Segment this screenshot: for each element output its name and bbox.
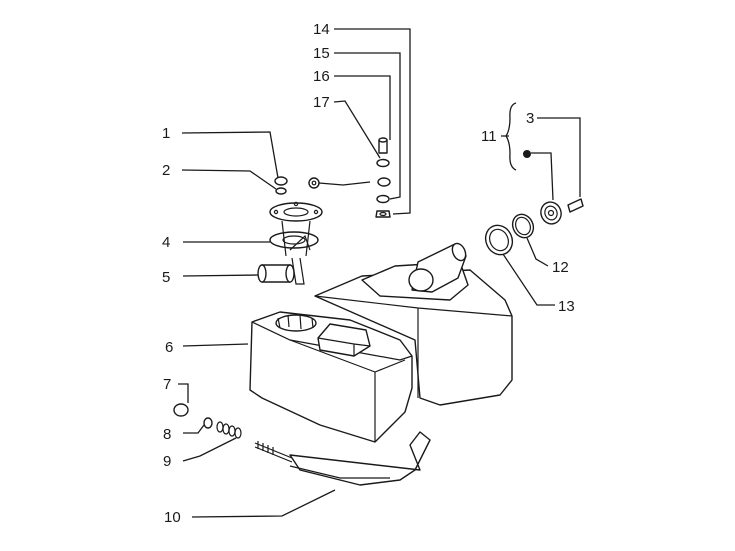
callout-5: 5 xyxy=(162,269,170,286)
callout-16: 16 xyxy=(313,68,330,85)
callout-17: 17 xyxy=(313,94,330,111)
callout-8: 8 xyxy=(163,426,171,443)
leader-5 xyxy=(182,274,259,277)
leader-1 xyxy=(181,131,279,179)
leader-17 xyxy=(333,100,381,159)
callout-7: 7 xyxy=(163,376,171,393)
fastener-stack xyxy=(375,137,391,218)
strap xyxy=(254,431,431,486)
leader-10 xyxy=(191,489,336,518)
callout-6: 6 xyxy=(165,339,173,356)
callout-10: 10 xyxy=(164,509,181,526)
callout-4: 4 xyxy=(162,234,170,251)
leader-6 xyxy=(182,343,249,347)
ring-12 xyxy=(511,213,535,239)
leader-11b xyxy=(531,152,554,201)
leader-7 xyxy=(178,383,189,403)
tank-top-boss xyxy=(317,323,371,357)
leader-15 xyxy=(334,52,401,200)
ring-13 xyxy=(484,224,514,256)
nut-1 xyxy=(274,176,288,186)
gauge-flange xyxy=(269,201,323,257)
leader-14 xyxy=(334,28,411,215)
leader-12 xyxy=(526,237,549,267)
leader-9 xyxy=(182,437,237,462)
leader-13 xyxy=(502,253,555,306)
gasket-plate xyxy=(269,231,319,249)
callout-numbers: 1 2 3 4 5 6 7 8 9 10 11 12 13 14 15 16 1… xyxy=(162,21,575,526)
washer-2 xyxy=(275,187,287,195)
callout-14: 14 xyxy=(313,21,330,38)
leader-lines xyxy=(178,28,581,518)
parts xyxy=(173,137,584,486)
callout-3: 3 xyxy=(526,110,534,127)
callout-2: 2 xyxy=(162,162,170,179)
callout-13: 13 xyxy=(558,298,575,315)
gauge-mount-ring xyxy=(275,314,317,332)
leader-2 xyxy=(181,169,277,190)
terminal-link xyxy=(308,177,391,189)
nut-7 xyxy=(173,403,189,417)
cap-pin xyxy=(523,150,531,158)
washer-spring xyxy=(203,417,242,439)
callout-9: 9 xyxy=(163,453,171,470)
callout-11: 11 xyxy=(481,128,497,145)
filler-neck xyxy=(408,242,467,293)
cap-assembly xyxy=(523,150,584,225)
callout-15: 15 xyxy=(313,45,330,62)
float xyxy=(257,257,305,285)
leader-11 xyxy=(501,102,517,171)
leader-16 xyxy=(334,75,391,140)
leader-3 xyxy=(537,117,581,197)
tank-front-section xyxy=(249,311,413,443)
callout-12: 12 xyxy=(552,259,569,276)
leader-8 xyxy=(183,424,205,434)
callout-1: 1 xyxy=(162,125,170,142)
